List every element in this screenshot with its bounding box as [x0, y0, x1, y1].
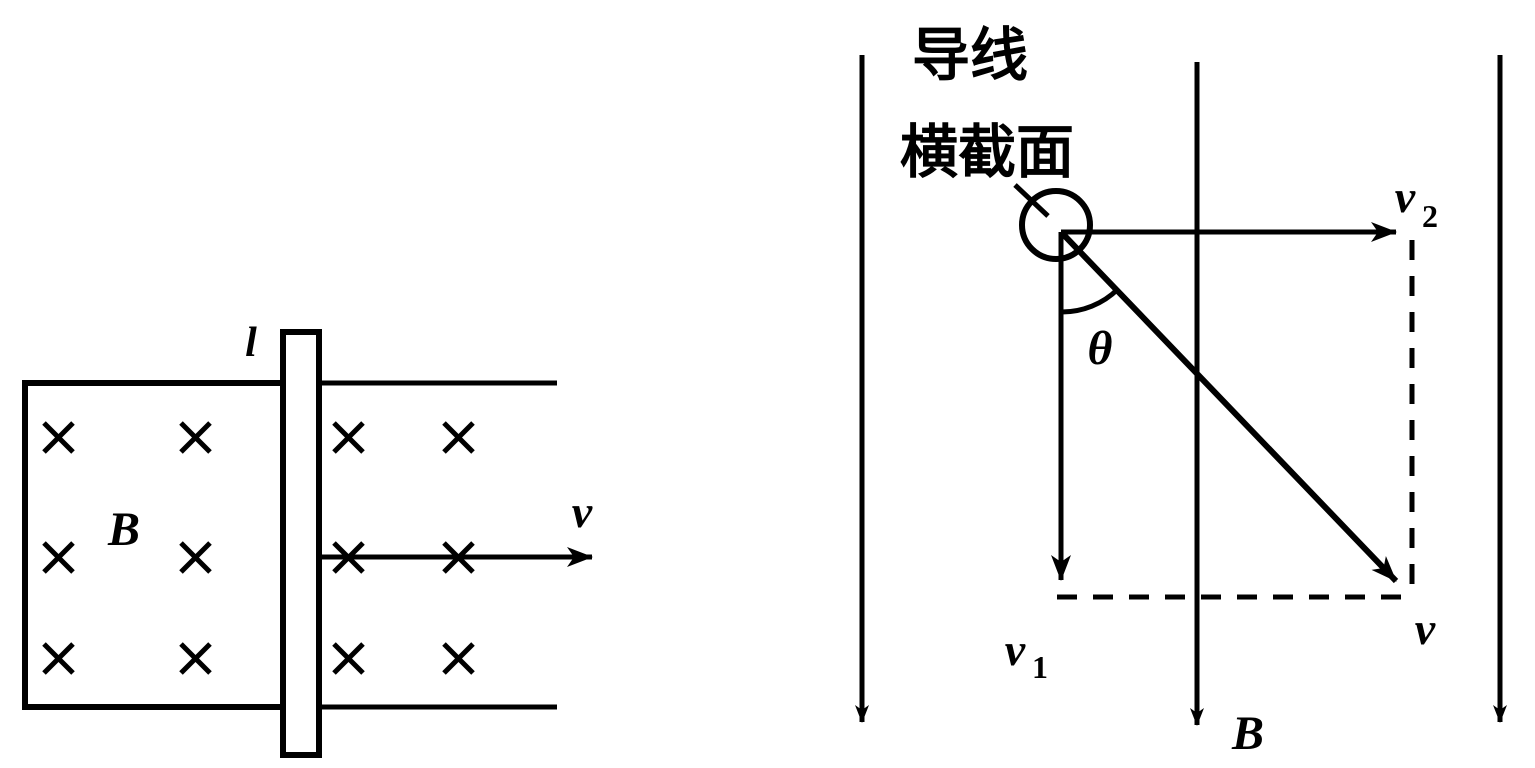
rod-length-label: l	[245, 320, 257, 366]
velocity-label-v1: v	[1005, 624, 1026, 675]
field-into-page-cross	[179, 421, 212, 454]
sliding-rod	[280, 329, 322, 758]
field-into-page-cross	[332, 421, 365, 454]
angle-arc-theta	[1060, 287, 1120, 315]
angle-label-theta: θ	[1088, 322, 1113, 375]
field-cross-group-row1	[42, 421, 475, 454]
left-diagram: l B v	[22, 320, 593, 758]
field-into-page-cross	[179, 642, 212, 675]
wire-cross-section-circle	[1019, 188, 1093, 262]
field-label-B: B	[107, 503, 140, 556]
field-into-page-cross	[42, 541, 75, 574]
field-into-page-cross	[179, 541, 212, 574]
velocity-label-v2-subscript: 2	[1422, 198, 1438, 234]
leader-line-to-circle	[1013, 183, 1050, 218]
velocity-label-v: v	[572, 486, 593, 537]
velocity-label-v1-subscript: 1	[1032, 649, 1048, 685]
velocity-label-v-resultant: v	[1415, 603, 1436, 654]
field-cross-group-row3	[42, 642, 475, 675]
field-label-B-right: B	[1231, 707, 1264, 760]
label-v1-group: v 1	[1005, 624, 1048, 685]
vector-v-resultant	[1058, 229, 1399, 584]
field-into-page-cross	[42, 421, 75, 454]
field-into-page-cross	[332, 642, 365, 675]
label-v2-group: v 2	[1395, 171, 1438, 234]
wire-label-line1: 导线	[912, 21, 1028, 89]
circuit-loop	[22, 380, 283, 710]
wire-label-line2: 横截面	[900, 118, 1074, 186]
field-into-page-cross	[42, 642, 75, 675]
field-into-page-cross	[442, 642, 475, 675]
right-diagram: 导线 横截面 θ v 2 v 1 v B	[855, 21, 1507, 760]
circuit-loop-path	[22, 380, 283, 710]
velocity-label-v2: v	[1395, 171, 1416, 222]
field-into-page-cross	[442, 421, 475, 454]
